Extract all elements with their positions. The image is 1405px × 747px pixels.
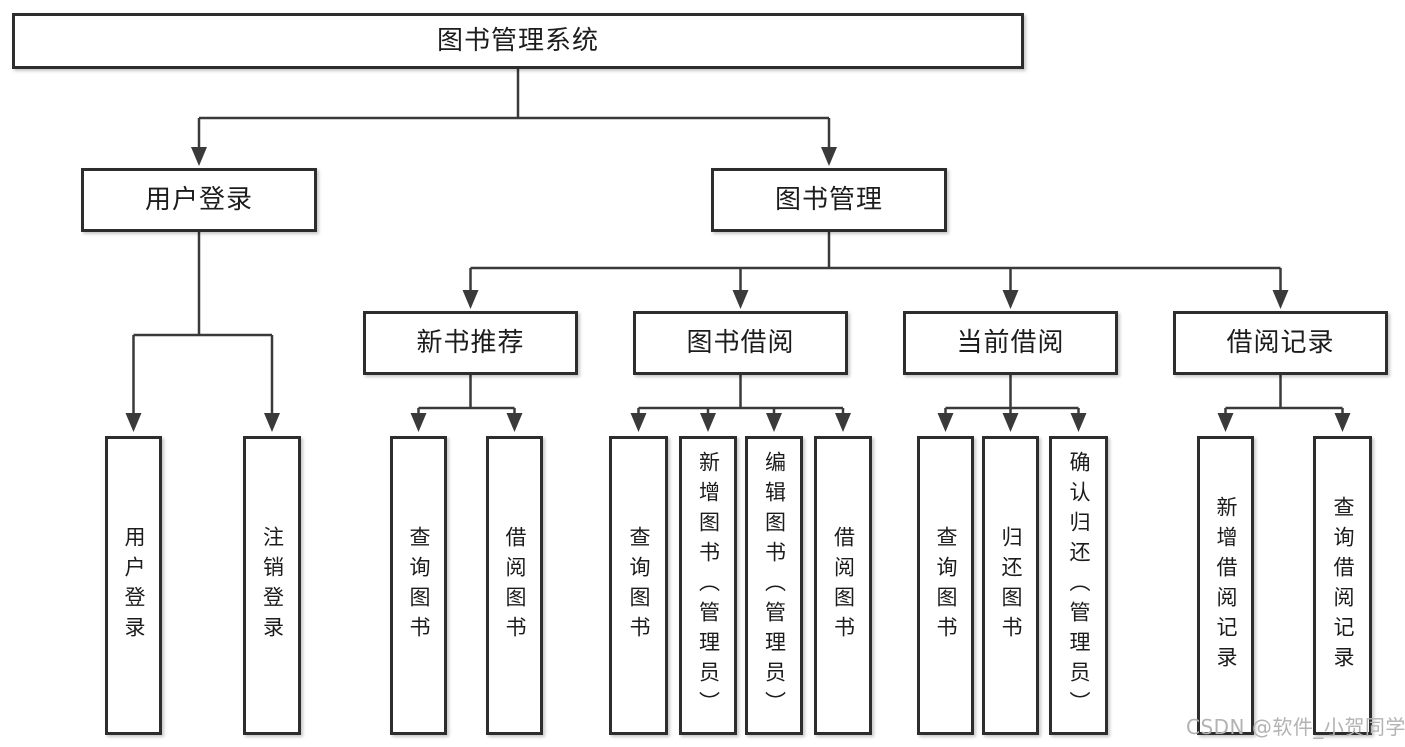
node-label: 归还图书 <box>999 525 1023 646</box>
node-current-borrowing: 当前借阅 <box>903 311 1118 375</box>
leaf-borrow-books-borrowing: 借阅图书 <box>814 436 872 735</box>
leaf-query-books-borrowing: 查询图书 <box>609 436 668 735</box>
node-label: 用户登录 <box>144 185 253 215</box>
node-borrowing-records: 借阅记录 <box>1173 311 1388 375</box>
node-label: 新增图书（管理员） <box>696 450 721 721</box>
node-label: 用户登录 <box>122 525 146 646</box>
leaf-add-books-admin: 新增图书（管理员） <box>679 436 737 735</box>
node-library-management-system: 图书管理系统 <box>12 13 1024 69</box>
node-label: 当前借阅 <box>956 328 1065 358</box>
node-label: 图书管理系统 <box>436 26 599 56</box>
watermark-text: CSDN @软件_小贺同学 <box>1186 715 1405 739</box>
leaf-return-books: 归还图书 <box>982 436 1039 735</box>
node-label: 查询图书 <box>934 525 958 646</box>
leaf-add-borrow-record: 新增借阅记录 <box>1197 436 1254 735</box>
node-label: 新书推荐 <box>416 328 525 358</box>
node-label: 借阅图书 <box>503 525 527 646</box>
leaf-borrow-books-recommend: 借阅图书 <box>486 436 543 735</box>
node-book-borrowing: 图书借阅 <box>633 311 848 375</box>
leaf-confirm-return-admin: 确认归还（管理员） <box>1049 436 1108 735</box>
node-label: 借阅图书 <box>831 525 856 646</box>
leaf-query-books-current: 查询图书 <box>917 436 974 735</box>
node-label: 查询图书 <box>407 525 431 646</box>
node-label: 编辑图书（管理员） <box>762 450 787 721</box>
leaf-query-borrow-record: 查询借阅记录 <box>1313 436 1372 735</box>
node-label: 查询图书 <box>627 525 651 646</box>
leaf-user-login: 用户登录 <box>105 436 162 735</box>
node-label: 确认归还（管理员） <box>1067 450 1091 721</box>
node-user-login: 用户登录 <box>81 168 317 232</box>
node-new-book-recommendation: 新书推荐 <box>363 311 578 375</box>
leaf-logout: 注销登录 <box>243 436 301 735</box>
node-label: 注销登录 <box>260 525 285 646</box>
node-label: 图书管理 <box>774 185 883 215</box>
node-label: 新增借阅记录 <box>1214 495 1238 676</box>
leaf-query-books-recommend: 查询图书 <box>390 436 447 735</box>
node-book-management: 图书管理 <box>711 168 947 232</box>
leaf-edit-books-admin: 编辑图书（管理员） <box>745 436 803 735</box>
node-label: 查询借阅记录 <box>1331 495 1355 676</box>
node-label: 借阅记录 <box>1226 328 1335 358</box>
node-label: 图书借阅 <box>686 328 795 358</box>
